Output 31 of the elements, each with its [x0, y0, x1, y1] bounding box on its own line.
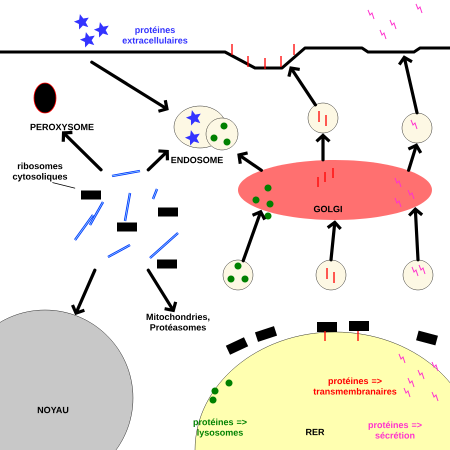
arrow	[237, 151, 263, 172]
arrow	[407, 143, 422, 172]
arrow	[315, 133, 331, 162]
vesicle	[402, 260, 434, 290]
label: protéines => transmembranaires	[313, 377, 396, 395]
arrow	[146, 149, 170, 172]
arrow	[326, 220, 342, 262]
arrow	[398, 55, 419, 114]
label: protéines extracellulaires	[122, 26, 188, 44]
vesicle	[402, 112, 432, 144]
label: ENDOSOME	[171, 156, 223, 164]
arrow	[242, 210, 266, 262]
arrow	[90, 60, 169, 113]
vesicle	[222, 260, 254, 290]
arrow	[408, 207, 424, 262]
arrow	[287, 66, 317, 106]
label: protéines => sécrétion	[368, 421, 422, 439]
label: ribosomes cytosoliques	[12, 162, 68, 182]
vesicle	[316, 260, 346, 290]
leader-line	[52, 182, 76, 189]
label: RER	[306, 428, 324, 436]
ribosomes-drawing	[74, 170, 179, 268]
label: Mitochondries, Protéasomes	[146, 313, 210, 331]
nucleus: NOYAU	[0, 310, 134, 450]
golgi: GOLGI	[238, 160, 432, 220]
vesicle	[308, 102, 338, 134]
label: protéines => lysosomes	[194, 418, 247, 438]
arrow	[146, 268, 178, 312]
label: PEROXYSOME	[30, 124, 94, 130]
arrow	[62, 130, 103, 172]
arrow	[71, 268, 96, 316]
